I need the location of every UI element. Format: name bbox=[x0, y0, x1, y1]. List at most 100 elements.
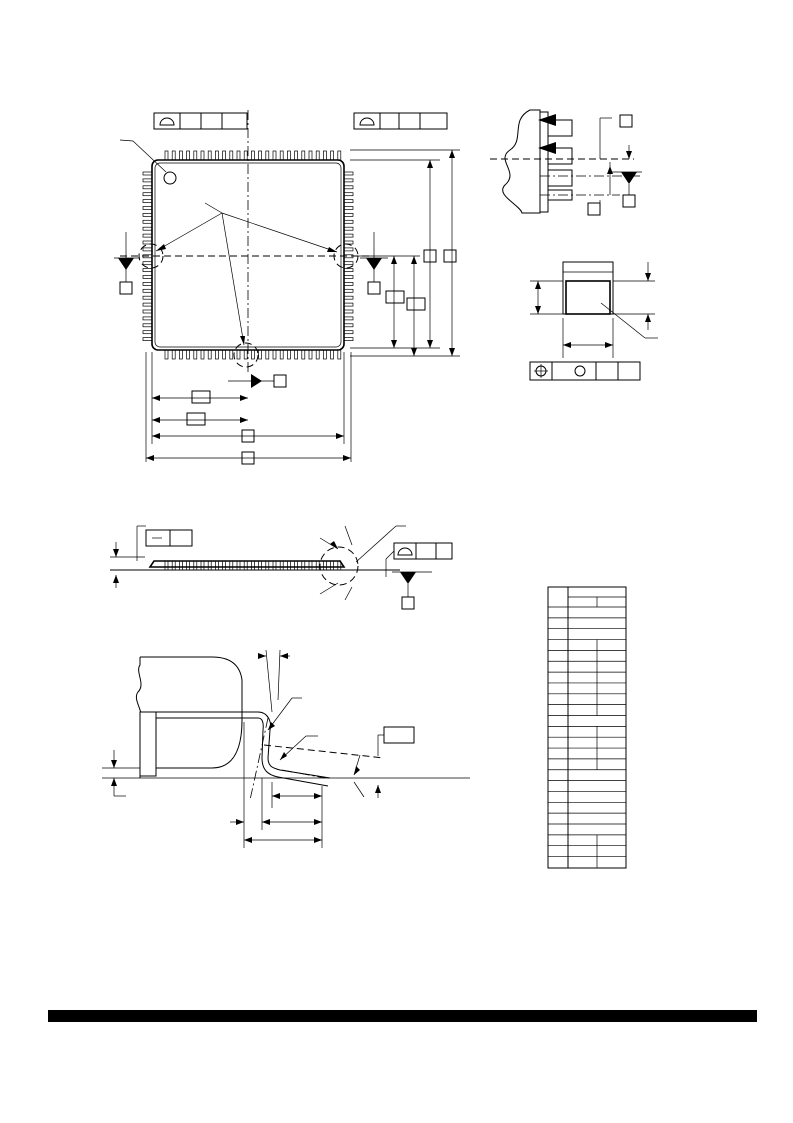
datum-triangle-icon bbox=[366, 258, 382, 270]
pin bbox=[222, 560, 226, 571]
datum-right bbox=[360, 232, 388, 295]
pin bbox=[315, 349, 320, 360]
top-view bbox=[114, 110, 460, 465]
pin bbox=[343, 282, 354, 286]
pin bbox=[308, 349, 313, 360]
datum-bottom bbox=[228, 374, 287, 388]
pin bbox=[142, 178, 153, 183]
profile-of-surface-icon bbox=[397, 547, 413, 556]
detail-circle-bottom bbox=[233, 342, 259, 368]
pin bbox=[222, 150, 226, 161]
pin bbox=[308, 560, 313, 571]
pin bbox=[142, 330, 153, 335]
pin bbox=[251, 560, 255, 571]
pin bbox=[301, 150, 306, 161]
pin bbox=[272, 150, 277, 161]
pin bbox=[142, 282, 153, 286]
pin bbox=[343, 316, 354, 321]
pin bbox=[229, 150, 234, 161]
pin bbox=[315, 560, 320, 571]
pin bbox=[323, 560, 327, 571]
pin bbox=[243, 560, 248, 571]
pin bbox=[343, 288, 354, 293]
pin bbox=[179, 560, 183, 571]
pin-one-marker bbox=[163, 171, 177, 185]
section-view bbox=[529, 261, 658, 381]
pin bbox=[171, 150, 176, 161]
pin bbox=[330, 150, 334, 161]
pin bbox=[142, 213, 153, 217]
pin bbox=[236, 560, 241, 571]
pin bbox=[343, 268, 354, 272]
pin bbox=[243, 150, 248, 161]
pin bbox=[186, 349, 190, 360]
pin bbox=[215, 150, 219, 161]
pin bbox=[179, 150, 183, 161]
pins-right bbox=[343, 171, 354, 341]
pin bbox=[330, 560, 334, 571]
pin bbox=[337, 349, 342, 360]
pin bbox=[142, 219, 153, 224]
pin bbox=[337, 150, 342, 161]
pin bbox=[258, 150, 262, 161]
pin bbox=[265, 349, 270, 360]
pin bbox=[164, 150, 169, 161]
pins-top bbox=[164, 150, 342, 161]
pins-left bbox=[142, 171, 153, 341]
pin bbox=[207, 150, 212, 161]
position-tolerance-icon bbox=[534, 364, 548, 378]
pin bbox=[343, 199, 354, 203]
datum-triangle-icon bbox=[251, 374, 262, 388]
datum-triangle-icon bbox=[118, 258, 134, 270]
dims-horizontal-bottom bbox=[145, 352, 352, 465]
pin bbox=[343, 337, 354, 341]
datum-triangle-icon bbox=[400, 572, 416, 584]
pin bbox=[142, 199, 153, 203]
pin bbox=[186, 560, 190, 571]
pin bbox=[142, 233, 153, 238]
pin bbox=[222, 349, 226, 360]
pin bbox=[308, 150, 313, 161]
table-rows bbox=[548, 606, 626, 868]
pin bbox=[265, 560, 270, 571]
pin bbox=[343, 330, 354, 335]
pin bbox=[343, 226, 354, 231]
pin bbox=[279, 150, 284, 161]
dims-vertical-right bbox=[350, 149, 460, 357]
pin bbox=[142, 192, 153, 197]
pin bbox=[142, 302, 153, 307]
lead-detail-top-right bbox=[490, 109, 642, 216]
pin bbox=[142, 268, 153, 272]
pin bbox=[343, 309, 354, 314]
pin bbox=[323, 349, 327, 360]
pin bbox=[294, 150, 298, 161]
pin bbox=[343, 261, 354, 266]
pin bbox=[343, 302, 354, 307]
pin bbox=[142, 275, 153, 279]
pin bbox=[171, 560, 176, 571]
pin bbox=[343, 233, 354, 238]
pin bbox=[343, 192, 354, 197]
pin bbox=[193, 349, 198, 360]
profile-of-surface-icon bbox=[359, 117, 375, 126]
pin bbox=[193, 150, 198, 161]
pins-bottom bbox=[164, 349, 342, 360]
pin bbox=[323, 150, 327, 161]
pin bbox=[142, 261, 153, 266]
pin bbox=[251, 349, 255, 360]
pin bbox=[251, 150, 255, 161]
pin bbox=[200, 150, 205, 161]
pin bbox=[207, 349, 212, 360]
detail-circle-side bbox=[319, 546, 359, 586]
pin bbox=[142, 323, 153, 328]
fcf-position bbox=[529, 361, 641, 381]
detail-circle-left bbox=[138, 243, 164, 269]
pin bbox=[142, 309, 153, 314]
fcf-side bbox=[393, 542, 453, 560]
pin bbox=[343, 171, 354, 176]
fcf-top-left bbox=[153, 112, 248, 130]
pin bbox=[343, 219, 354, 224]
pin bbox=[142, 185, 153, 190]
pin bbox=[343, 178, 354, 183]
pin bbox=[171, 349, 176, 360]
